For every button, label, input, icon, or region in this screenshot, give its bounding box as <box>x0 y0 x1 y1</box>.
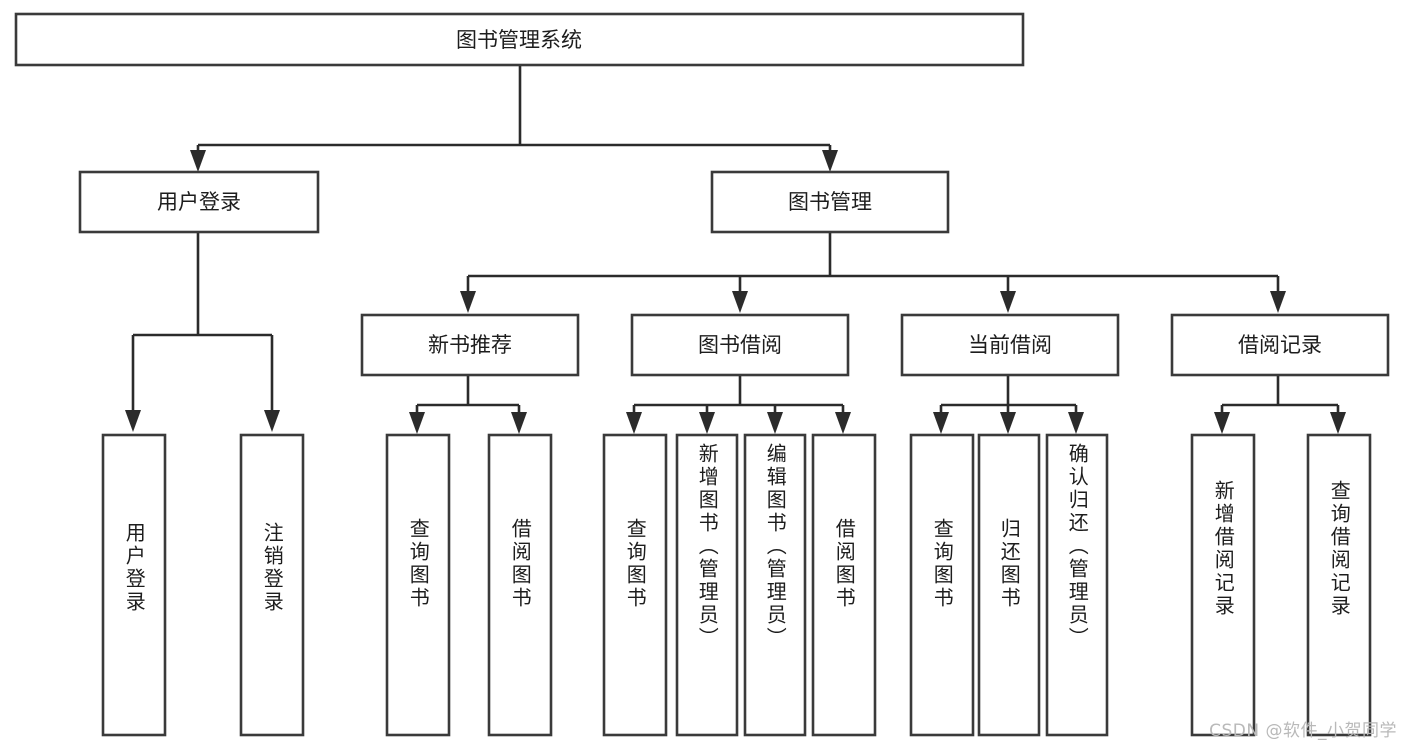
node-root-label: 图书管理系统 <box>456 28 582 52</box>
node-user-login-label: 用户登录 <box>157 190 241 214</box>
node-borrow-record-box[interactable] <box>1170 313 1390 377</box>
node-book-management-box[interactable] <box>710 170 950 234</box>
leaf-query-book-3-box[interactable] <box>909 433 975 737</box>
node-book-borrow[interactable]: 图书借阅 <box>630 313 850 377</box>
leaf-query-book-2-box[interactable] <box>602 433 668 737</box>
leaf-add-record-box[interactable] <box>1190 433 1256 737</box>
node-layer: 图书管理系统 用户登录 图书管理 新书推荐 图书借阅 当前 <box>14 12 1390 737</box>
leaf-confirm-return-box[interactable] <box>1045 433 1109 737</box>
arrow-to-leaf-query-book-2 <box>626 412 642 434</box>
node-new-book-recommend[interactable]: 新书推荐 <box>360 313 580 377</box>
node-borrow-record-label: 借阅记录 <box>1238 333 1322 357</box>
arrow-to-leaf-edit-book <box>767 412 783 434</box>
leaf-edit-book-box[interactable] <box>743 433 807 737</box>
arrow-to-leaf-add-book <box>699 412 715 434</box>
arrow-to-book-management <box>822 150 838 172</box>
arrow-to-leaf-logout-login <box>264 410 280 432</box>
arrow-to-leaf-query-book-1 <box>409 412 425 434</box>
leaf-borrow-book-1-box[interactable] <box>487 433 553 737</box>
node-user-login[interactable]: 用户登录 <box>78 170 320 234</box>
leaf-add-book-box[interactable] <box>675 433 739 737</box>
leaf-query-record-box[interactable] <box>1306 433 1372 737</box>
node-borrow-record[interactable]: 借阅记录 <box>1170 313 1390 377</box>
node-current-borrow[interactable]: 当前借阅 <box>900 313 1120 377</box>
arrow-to-borrow-record <box>1270 291 1286 313</box>
leaf-query-book-1-box[interactable] <box>385 433 451 737</box>
arrow-to-leaf-borrow-book-1 <box>511 412 527 434</box>
node-book-borrow-label: 图书借阅 <box>698 333 782 357</box>
arrow-to-new-book-recommend <box>460 291 476 313</box>
node-root[interactable]: 图书管理系统 <box>14 12 1025 67</box>
node-current-borrow-label: 当前借阅 <box>968 333 1052 357</box>
arrow-to-leaf-borrow-book-2 <box>835 412 851 434</box>
node-book-management[interactable]: 图书管理 <box>710 170 950 234</box>
node-root-box[interactable] <box>14 12 1025 67</box>
arrow-to-leaf-query-record <box>1330 412 1346 434</box>
leaf-borrow-book-2-box[interactable] <box>811 433 877 737</box>
leaf-layer <box>101 433 1372 737</box>
arrow-to-book-borrow <box>732 291 748 313</box>
node-new-book-recommend-box[interactable] <box>360 313 580 377</box>
node-current-borrow-box[interactable] <box>900 313 1120 377</box>
node-book-borrow-box[interactable] <box>630 313 850 377</box>
arrow-to-leaf-confirm-return <box>1068 412 1084 434</box>
node-user-login-box[interactable] <box>78 170 320 234</box>
arrow-to-leaf-query-book-3 <box>933 412 949 434</box>
arrow-to-user-login <box>190 150 206 172</box>
node-book-management-label: 图书管理 <box>788 190 872 214</box>
leaf-return-book-box[interactable] <box>977 433 1041 737</box>
arrow-to-current-borrow <box>1000 291 1016 313</box>
arrow-to-leaf-add-record <box>1214 412 1230 434</box>
leaf-logout-login-box[interactable] <box>239 433 305 737</box>
leaf-user-login-box[interactable] <box>101 433 167 737</box>
arrow-to-leaf-return-book <box>1000 412 1016 434</box>
watermark: CSDN @软件_小贺同学 <box>1209 721 1397 741</box>
node-new-book-recommend-label: 新书推荐 <box>428 333 512 357</box>
connector-layer <box>125 65 1346 434</box>
arrow-to-leaf-user-login <box>125 410 141 432</box>
